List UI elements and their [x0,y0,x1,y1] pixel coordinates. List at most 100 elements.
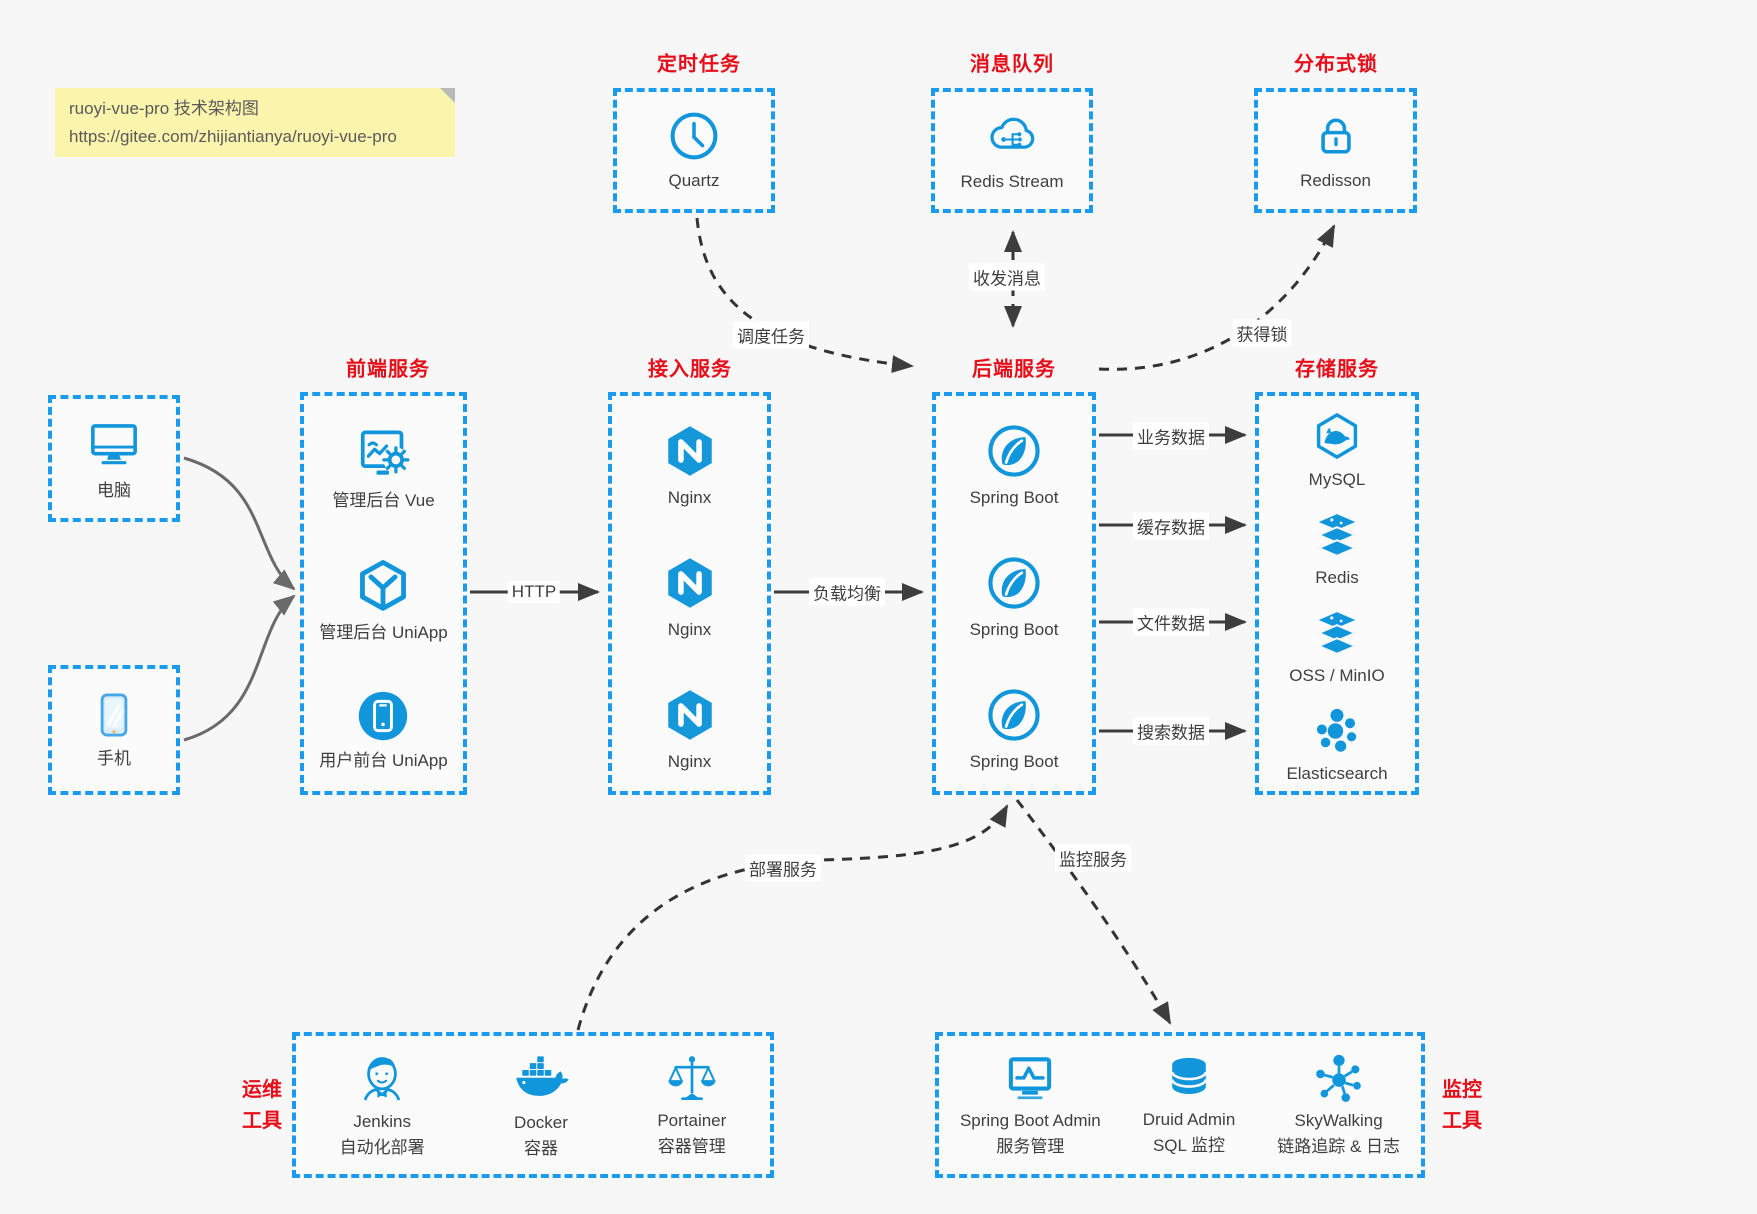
node-label: 管理后台 Vue [332,490,435,510]
box-gateway-services: Nginx Nginx Nginx [608,392,771,795]
node-redisson: Redisson [1258,92,1413,209]
node-label: Jenkins [353,1111,411,1131]
nginx-icon [661,686,719,744]
box-backend-services: Spring Boot Spring Boot Spring Boot [932,392,1096,795]
node-skywalking: SkyWalking 链路追踪 & 日志 [1277,1052,1400,1158]
node-label: Nginx [667,619,712,639]
node-label: Docker [514,1112,568,1132]
edge-label-monitor: 监控服务 [1055,844,1131,872]
node-label: Spring Boot [969,751,1059,771]
node-nginx-1: Nginx [661,422,719,509]
group-title-gateway: 接入服务 [648,358,732,381]
note-url[interactable]: https://gitee.com/zhijiantianya/ruoyi-vu… [69,126,397,146]
node-sublabel: SQL 监控 [1152,1136,1226,1155]
box-redisson: Redisson [1254,88,1417,213]
group-title-storage: 存储服务 [1295,358,1379,381]
group-title-monitor-tools: 监控 工具 [1442,1075,1482,1137]
edge-label-deploy: 部署服务 [745,854,821,882]
node-spring-boot-2: Spring Boot [969,554,1059,641]
node-oss-minio: OSS / MinIO [1289,608,1385,687]
monitor-title-line1: 监控 [1442,1079,1482,1101]
node-docker: Docker 容器 [512,1050,570,1160]
group-title-backend: 后端服务 [972,358,1056,381]
node-label: 手机 [97,749,131,769]
box-phone-client: 手机 [48,665,180,795]
box-frontend-services: 管理后台 Vue 管理后台 UniApp 用户前台 UniApp [300,392,467,795]
storage-items: MySQL Redis OSS / MinIO Elasticsearch [1259,396,1415,799]
box-ops-tools: Jenkins 自动化部署 Docker 容器 Portainer 容器管理 [292,1032,774,1178]
admin-vue-icon [354,423,414,483]
edge-label-messaging: 收发消息 [969,263,1045,291]
node-label: Redis Stream [960,171,1064,191]
desktop-icon [85,415,143,473]
node-label: SkyWalking [1294,1110,1383,1130]
node-user-uniapp: 用户前台 UniApp [319,689,448,772]
node-label: Portainer [657,1110,727,1130]
ops-title-line2: 工具 [242,1110,282,1132]
nginx-icon [661,422,719,480]
node-label: OSS / MinIO [1289,666,1385,686]
nginx-icon [661,554,719,612]
node-label: Quartz [668,170,720,190]
sticky-note: ruoyi-vue-pro 技术架构图 https://gitee.com/zh… [55,88,455,158]
edge-phone-to-frontend [183,594,296,742]
node-portainer: Portainer 容器管理 [657,1052,726,1158]
phone-icon [88,689,140,741]
app-circle-icon [356,689,410,743]
edge-label-schedule: 调度任务 [733,321,809,349]
node-spring-boot-3: Spring Boot [969,686,1059,773]
edge-label-http: HTTP [507,581,561,603]
mysql-icon [1311,410,1363,462]
note-title: ruoyi-vue-pro 技术架构图 [69,99,259,118]
node-label: Redisson [1300,170,1371,190]
node-sublabel: 容器管理 [657,1137,726,1156]
node-label: Spring Boot [969,619,1059,639]
node-label: Elasticsearch [1286,764,1388,784]
edge-deploy [576,804,1009,1031]
lock-icon [1309,109,1363,163]
node-admin-uniapp: 管理后台 UniApp [319,557,448,644]
box-redis-stream: Redis Stream [931,88,1093,213]
node-nginx-2: Nginx [661,554,719,641]
docker-icon [512,1050,570,1108]
group-title-ops-tools: 运维 工具 [242,1075,282,1137]
edge-monitor [1015,799,1172,1025]
spring-boot-icon [985,422,1043,480]
node-label: Spring Boot Admin [959,1110,1101,1130]
node-druid-admin: Druid Admin SQL 监控 [1143,1053,1235,1157]
spring-boot-icon [985,686,1043,744]
cloud-stream-icon [984,108,1040,164]
group-title-distributed-lock: 分布式锁 [1294,53,1378,76]
elasticsearch-icon [1312,706,1362,756]
edge-label-acquire-lock: 获得锁 [1232,319,1292,347]
node-sublabel: 链路追踪 & 日志 [1277,1137,1401,1156]
node-label: 用户前台 UniApp [319,751,448,771]
edge-label-file-data: 文件数据 [1133,608,1209,636]
redis-stack-icon [1312,510,1362,560]
spring-boot-icon [985,554,1043,612]
node-label: Spring Boot [969,488,1059,508]
node-sublabel: 容器 [523,1139,558,1158]
spring-boot-admin-icon [1003,1052,1057,1106]
backend-items: Spring Boot Spring Boot Spring Boot [936,396,1092,799]
storage-stack-icon [1312,608,1362,658]
edge-label-load-balance: 负载均衡 [809,578,885,606]
clock-icon [667,109,721,163]
uniapp-cube-icon [354,557,412,615]
edge-acquire-lock [1098,224,1336,371]
node-spring-boot-1: Spring Boot [969,422,1059,509]
node-jenkins: Jenkins 自动化部署 [340,1051,425,1159]
node-label: Redis [1315,567,1359,587]
node-redis: Redis [1312,510,1362,589]
box-storage-services: MySQL Redis OSS / MinIO Elasticsearch [1255,392,1419,795]
gateway-items: Nginx Nginx Nginx [612,396,767,799]
node-spring-boot-admin: Spring Boot Admin 服务管理 [960,1052,1101,1158]
portainer-icon [665,1052,719,1106]
box-desktop-client: 电脑 [48,395,180,522]
node-admin-vue: 管理后台 Vue [332,423,435,512]
edge-desktop-to-frontend [183,456,296,591]
node-redis-stream: Redis Stream [935,92,1089,209]
node-phone: 手机 [52,669,176,791]
